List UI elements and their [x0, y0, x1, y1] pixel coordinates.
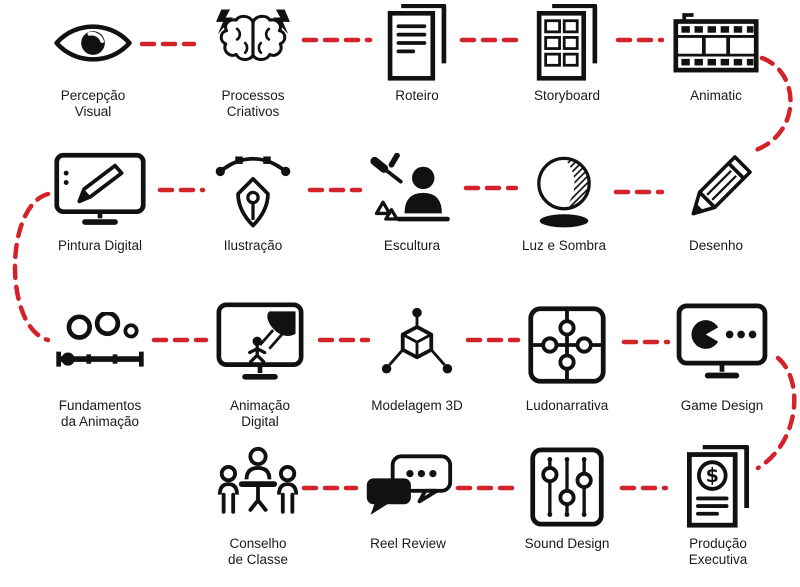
node-label: Storyboard: [533, 88, 601, 103]
node-reel-review: Reel Review: [343, 442, 473, 552]
node-storyboard: Storyboard: [502, 2, 632, 104]
node-desenho: Desenho: [651, 148, 781, 254]
node-label: Reel Review: [370, 536, 446, 551]
node-escultura: Escultura: [347, 148, 477, 254]
script-document-icon: [386, 2, 448, 84]
node-label: Ludonarrativa: [525, 398, 609, 413]
node-animacao-digital: Animação Digital: [195, 296, 325, 431]
node-label: Fundamentos da Animação: [58, 398, 142, 430]
mixer-sliders-icon: [527, 442, 607, 532]
node-sound-design: Sound Design: [502, 442, 632, 552]
node-animatic: Animatic: [651, 2, 781, 104]
brain-lightning-icon: [209, 2, 297, 84]
node-luz-e-sombra: Luz e Sombra: [499, 148, 629, 254]
bouncing-ball-timeline-icon: [53, 296, 147, 394]
node-game-design: Game Design: [657, 296, 787, 414]
node-conselho-de-classe: Conselho de Classe: [193, 442, 323, 569]
node-processos-criativos: Processos Criativos: [188, 2, 318, 121]
people-round-table-icon: [214, 442, 302, 532]
node-label: Ilustração: [223, 238, 283, 253]
node-label: Luz e Sombra: [521, 238, 607, 253]
pen-nib-bezier-icon: [211, 148, 295, 234]
sculpture-bust-icon: [369, 148, 455, 234]
node-label: Pintura Digital: [57, 238, 143, 253]
node-producao-executiva: $ Produção Executiva: [653, 442, 783, 569]
node-ilustracao: Ilustração: [188, 148, 318, 254]
node-label: Escultura: [383, 238, 441, 253]
node-percepcao-visual: Percepção Visual: [28, 2, 158, 121]
node-label: Conselho de Classe: [227, 536, 289, 568]
chat-bubbles-icon: [362, 442, 454, 532]
puppeteer-monitor-icon: [213, 296, 307, 394]
node-label: Animação Digital: [229, 398, 291, 430]
node-ludonarrativa: Ludonarrativa: [502, 296, 632, 414]
node-pintura-digital: Pintura Digital: [35, 148, 165, 254]
film-strip-icon: [673, 2, 759, 84]
node-roteiro: Roteiro: [352, 2, 482, 104]
node-label: Roteiro: [395, 88, 439, 103]
node-label: Desenho: [688, 238, 744, 253]
eye-icon: [52, 2, 134, 84]
svg-text:$: $: [706, 464, 719, 487]
node-label: Modelagem 3D: [371, 398, 463, 413]
node-label: Processos Criativos: [221, 88, 285, 120]
storyboard-panels-icon: [535, 2, 599, 84]
wireframe-cube-icon: [374, 296, 460, 394]
puzzle-icon: [526, 296, 608, 394]
node-label: Sound Design: [524, 536, 610, 551]
pencil-icon: [675, 148, 757, 234]
pacman-monitor-icon: [674, 296, 770, 394]
node-modelagem-3d: Modelagem 3D: [352, 296, 482, 414]
shaded-sphere-icon: [523, 148, 605, 234]
dollar-document-icon: $: [685, 442, 751, 532]
node-label: Animatic: [690, 88, 742, 103]
node-fundamentos-animacao: Fundamentos da Animação: [35, 296, 165, 431]
node-label: Produção Executiva: [688, 536, 748, 568]
pen-display-icon: [53, 148, 147, 234]
node-label: Game Design: [680, 398, 764, 413]
node-label: Percepção Visual: [60, 88, 126, 120]
